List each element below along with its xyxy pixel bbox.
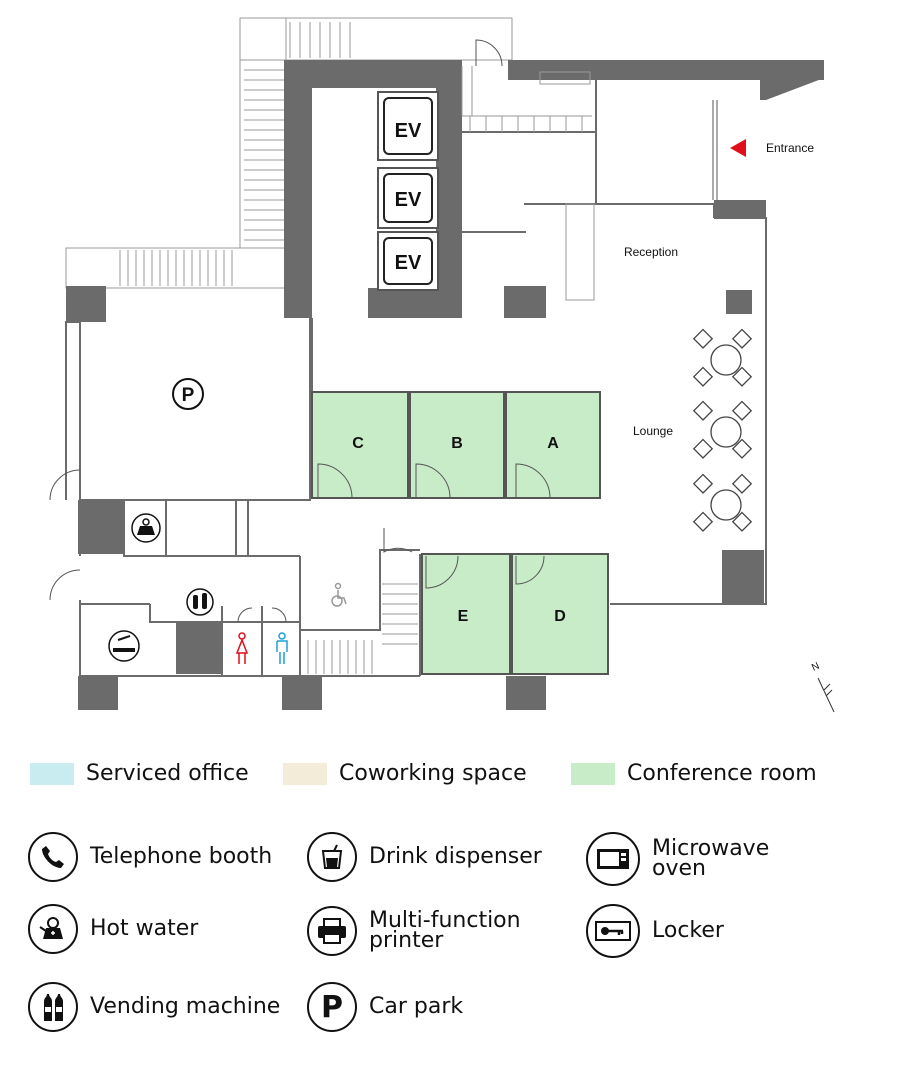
walls	[66, 60, 824, 710]
kettle-icon	[28, 904, 78, 954]
legend-label: Car park	[369, 994, 464, 1019]
bottles-icon	[28, 982, 78, 1032]
legend-serviced-office: Serviced office	[30, 761, 249, 786]
compass-icon: N	[810, 661, 835, 713]
elevator-label: EV	[395, 189, 422, 211]
legend-label-line: printer	[369, 928, 444, 953]
lounge-tables	[692, 328, 753, 532]
room-label-b: B	[451, 435, 463, 452]
lounge-label: Lounge	[633, 424, 673, 438]
legend-swatch	[30, 762, 74, 785]
legend-label: Serviced office	[86, 761, 249, 786]
conference-room-a	[505, 391, 601, 499]
microwave-icon	[586, 832, 640, 886]
legend-label-line: Microwave	[652, 836, 770, 861]
reception-label: Reception	[624, 245, 678, 259]
floor-plan: EV EV EV C B A E D Reception Lounge Entr…	[49, 17, 835, 713]
conference-room-e	[421, 553, 511, 675]
room-label-e: E	[458, 608, 469, 625]
room-label-a: A	[547, 435, 559, 452]
legend-swatch	[283, 762, 327, 785]
male-toilet-icon	[276, 632, 288, 664]
legend-coworking-space: Coworking space	[283, 761, 527, 786]
conference-room-d	[511, 553, 609, 675]
conference-room-b	[409, 391, 505, 499]
legend-locker: Locker	[586, 904, 724, 958]
conference-room-c	[311, 391, 409, 499]
wall-lines	[65, 80, 767, 677]
interior-stairs	[307, 66, 595, 674]
legend-swatch	[571, 762, 615, 785]
legend-label: Hot water	[90, 916, 199, 941]
drink-icon	[307, 832, 357, 882]
legend-telephone-booth: Telephone booth	[28, 832, 272, 882]
legend-conference-room: Conference room	[571, 761, 817, 786]
parking-symbol: P	[321, 989, 343, 1025]
legend-car-park: P Car park	[307, 982, 463, 1032]
legend-label: Microwave oven	[652, 836, 770, 881]
conference-rooms	[311, 391, 609, 675]
legend-microwave-oven: Microwave oven	[586, 832, 769, 886]
elevator-label: EV	[395, 120, 422, 142]
room-label-c: C	[352, 435, 364, 452]
parking-icon: P	[307, 982, 357, 1032]
legend-label: Telephone booth	[90, 844, 273, 869]
room-label-d: D	[554, 608, 566, 625]
locker-key-icon	[586, 904, 640, 958]
elevator-label: EV	[395, 252, 422, 274]
legend-vending-machine: Vending machine	[28, 982, 280, 1032]
smoking-icon	[108, 630, 140, 662]
svg-text:N: N	[810, 661, 821, 674]
legend-hot-water: Hot water	[28, 904, 198, 954]
entrance-arrow-icon	[730, 139, 746, 157]
telephone-icon	[28, 832, 78, 882]
legend-label: Vending machine	[90, 994, 281, 1019]
legend-label: Conference room	[627, 761, 817, 786]
legend-label: Coworking space	[339, 761, 527, 786]
printer-icon	[307, 906, 357, 956]
lounge-table	[692, 473, 753, 532]
legend-label: Multi-function printer	[369, 908, 521, 953]
legend-label: Locker	[652, 918, 724, 943]
legend-label: Drink dispenser	[369, 844, 542, 869]
kettle-icon	[131, 513, 161, 543]
doors	[49, 39, 718, 623]
accessible-toilet-icon	[331, 582, 347, 607]
lounge-table	[692, 400, 753, 459]
bottles-icon	[186, 588, 214, 616]
legend-multi-function-printer: Multi-function printer	[307, 906, 521, 956]
entrance-label: Entrance	[766, 141, 814, 155]
elevators: EV EV EV	[377, 91, 439, 291]
legend-drink-dispenser: Drink dispenser	[307, 832, 542, 882]
parking-icon: P	[172, 378, 204, 410]
legend-label-line: oven	[652, 856, 706, 881]
lounge-table	[692, 328, 753, 387]
svg-text:P: P	[182, 385, 195, 406]
female-toilet-icon	[235, 632, 249, 664]
legend-label-line: Multi-function	[369, 908, 521, 933]
